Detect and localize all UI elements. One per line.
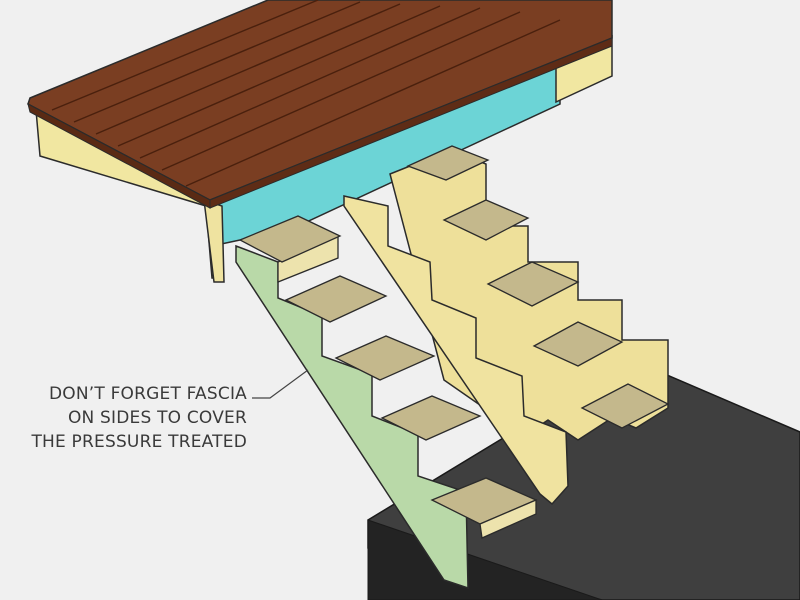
stringer-middle	[343, 195, 569, 506]
tread	[238, 215, 342, 263]
callout-line-1: DON’T FORGET FASCIA	[48, 384, 247, 404]
tread	[486, 261, 580, 307]
callout-line-2: ON SIDES TO COVER	[67, 408, 247, 428]
stringer-left	[238, 215, 538, 539]
tread-nosing	[479, 499, 537, 539]
tread	[284, 275, 388, 323]
fascia-callout: DON’T FORGET FASCIA ON SIDES TO COVER TH…	[10, 382, 247, 454]
tread	[580, 383, 670, 429]
tread	[406, 145, 490, 181]
tread	[442, 199, 530, 241]
deck-surface	[27, 0, 613, 209]
deck-post	[203, 198, 225, 283]
tread	[380, 395, 482, 441]
callout-line-3: THE PRESSURE TREATED	[31, 432, 247, 452]
tread	[532, 321, 624, 367]
callout-leader-line	[252, 369, 309, 399]
tread	[334, 335, 436, 381]
